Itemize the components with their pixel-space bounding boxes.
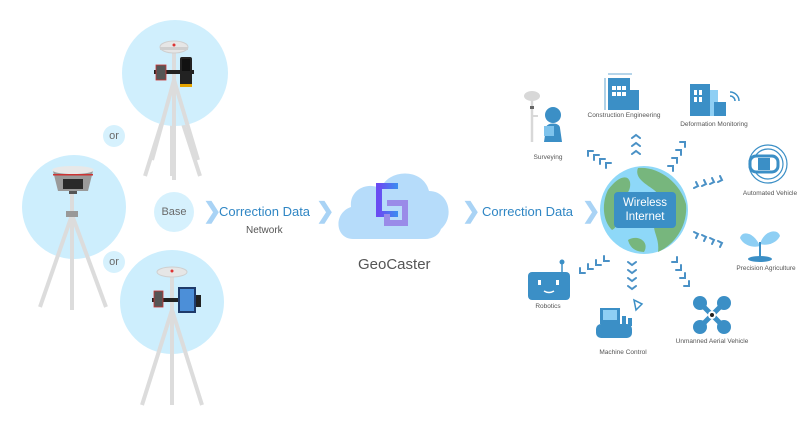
correction-data-label-left: Correction Data [219,204,311,219]
gnss-rover-with-tablet-icon [140,266,204,406]
hub-line-2: Internet [625,211,665,223]
gnss-rover-with-controller-icon [150,40,200,180]
monitored-building-icon [690,84,740,116]
app-label: Machine Control [599,349,647,356]
app-label: Robotics [535,303,561,310]
base-node: Base [154,192,194,232]
sprout-icon [740,231,780,262]
app-label: Automated Vehicle [742,190,798,197]
gnss-base-receiver-icon [38,166,108,310]
app-label: Deformation Monitoring [680,121,748,128]
or-connector-top: or [103,125,125,147]
or-connector-bottom: or [103,251,125,273]
correction-data-label-right: Correction Data [482,204,574,219]
wireless-internet-badge: Wireless Internet [614,192,676,228]
geocaster-label: GeoCaster [358,256,431,273]
surveyor-icon [524,91,562,142]
app-label: Precision Agriculture [736,265,796,272]
chevron-right-icon: ❯ [203,198,222,223]
broadcast-rays [579,133,724,291]
app-label: Surveying [533,154,563,161]
app-label: Construction Engineering [587,112,661,119]
machine-with-signal-icon [596,298,644,338]
building-construction-icon [604,73,639,110]
robot-icon [528,259,570,300]
chevron-right-icon: ❯ [462,198,481,223]
chevron-right-icon: ❯ [316,198,335,223]
car-signal-icon [748,144,788,184]
network-label: Network [246,225,283,236]
app-label: Unmanned Aerial Vehicle [675,338,749,345]
geocaster-cloud-icon [338,173,449,239]
hub-line-1: Wireless [622,197,668,209]
drone-icon [693,296,731,334]
chevron-right-icon: ❯ [582,198,601,223]
